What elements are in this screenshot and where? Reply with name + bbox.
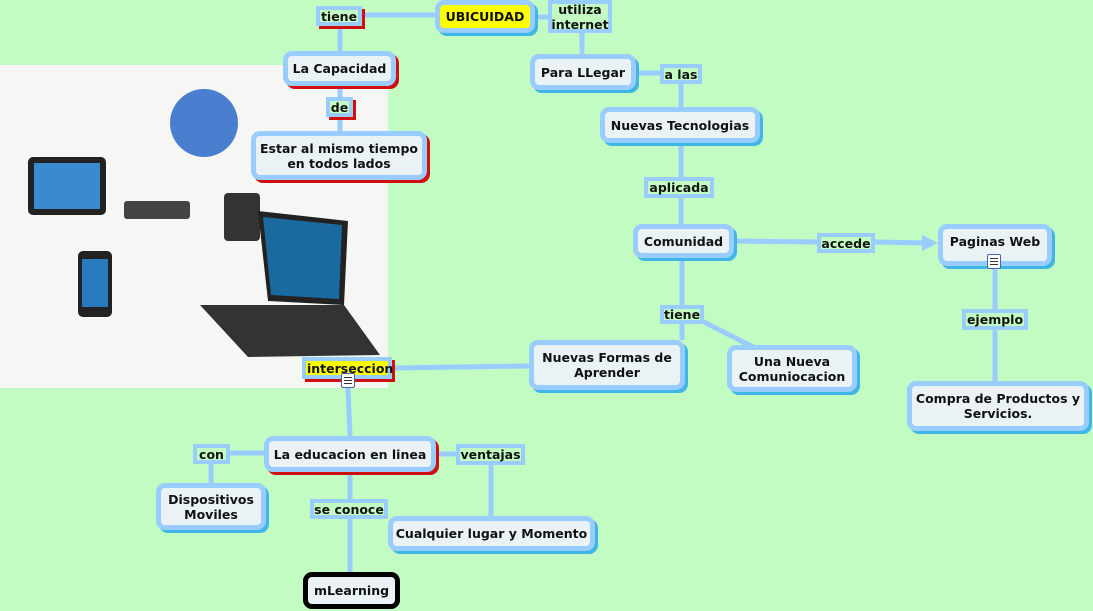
- document-icon[interactable]: [987, 254, 1001, 269]
- devices-illustration: [28, 89, 380, 357]
- link-ventajas[interactable]: ventajas: [456, 444, 525, 465]
- link-utiliza-internet[interactable]: utiliza internet: [548, 0, 612, 33]
- concept-estar-al-mismo-tiempo[interactable]: Estar al mismo tiempo en todos lados: [251, 131, 427, 180]
- devices-image: [0, 65, 388, 388]
- concept-cualquier-lugar[interactable]: Cualquier lugar y Momento: [388, 516, 595, 551]
- link-tiene[interactable]: tiene: [316, 6, 362, 26]
- concept-la-capacidad[interactable]: La Capacidad: [283, 51, 396, 86]
- link-a-las[interactable]: a las: [660, 64, 702, 84]
- link-de[interactable]: de: [326, 97, 353, 117]
- drive-icon: [224, 193, 260, 241]
- concept-una-nueva-comunicacion[interactable]: Una Nueva Comuniocacion: [727, 345, 857, 392]
- router-icon: [124, 201, 190, 219]
- link-accede[interactable]: accede: [817, 233, 875, 253]
- globe-icon: [170, 89, 238, 157]
- link-se-conoce[interactable]: se conoce: [310, 499, 388, 519]
- concept-educacion-en-linea[interactable]: La educacion en linea: [264, 436, 436, 472]
- arrowhead-icon: [922, 235, 938, 251]
- concept-ubicuidad[interactable]: UBICUIDAD: [435, 0, 535, 33]
- interseccion-label: interseccion: [307, 360, 394, 376]
- concept-nuevas-formas-aprender[interactable]: Nuevas Formas de Aprender: [529, 340, 685, 390]
- link-aplicada[interactable]: aplicada: [644, 177, 714, 198]
- concept-mlearning[interactable]: mLearning: [303, 572, 400, 609]
- document-icon[interactable]: [341, 373, 355, 388]
- concept-dispositivos-moviles[interactable]: Dispositivos Moviles: [156, 483, 266, 530]
- link-con[interactable]: con: [193, 444, 230, 464]
- paginas-web-label: Paginas Web: [949, 234, 1041, 249]
- concept-para-llegar[interactable]: Para LLegar: [530, 54, 636, 90]
- concept-nuevas-tecnologias[interactable]: Nuevas Tecnologias: [600, 107, 760, 143]
- concept-compra-productos[interactable]: Compra de Productos y Servicios.: [907, 381, 1089, 431]
- concept-comunidad[interactable]: Comunidad: [633, 224, 734, 258]
- link-ejemplo[interactable]: ejemplo: [962, 309, 1028, 330]
- link-tiene-2[interactable]: tiene: [660, 305, 704, 324]
